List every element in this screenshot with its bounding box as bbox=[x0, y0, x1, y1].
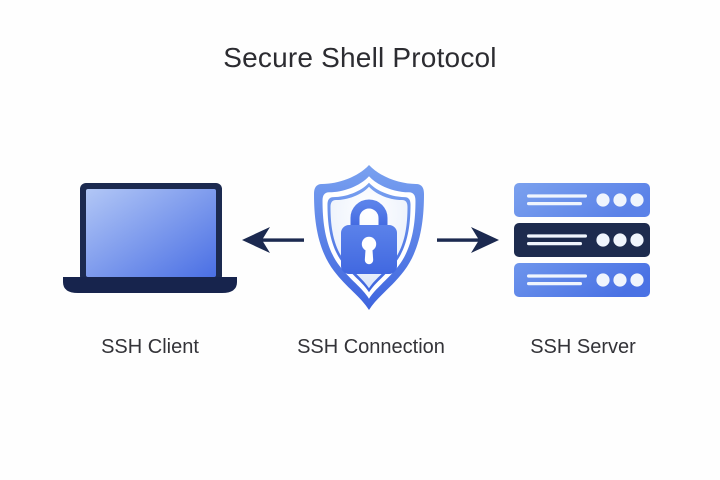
label-ssh-connection: SSH Connection bbox=[297, 336, 445, 358]
arrow-left-icon bbox=[242, 225, 304, 255]
label-ssh-client: SSH Client bbox=[101, 336, 199, 358]
label-ssh-server: SSH Server bbox=[530, 336, 636, 358]
arrow-right-icon bbox=[437, 225, 499, 255]
laptop-icon bbox=[60, 183, 240, 295]
server-row bbox=[514, 183, 650, 217]
page-title: Secure Shell Protocol bbox=[223, 42, 497, 73]
server-rack-icon bbox=[514, 183, 650, 297]
server-row bbox=[514, 223, 650, 257]
server-row bbox=[514, 263, 650, 297]
shield-lock-icon bbox=[304, 162, 434, 315]
padlock-glyph bbox=[341, 199, 397, 274]
